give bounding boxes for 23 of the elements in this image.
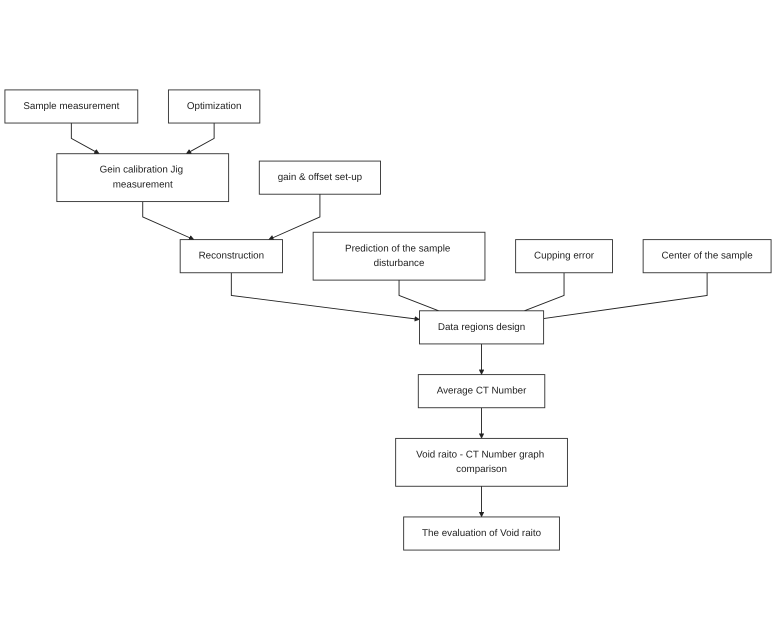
- connector: [543, 272, 708, 320]
- arrow: [142, 201, 194, 240]
- arrow: [268, 194, 320, 240]
- node-box: Optimization: [168, 89, 260, 124]
- node-box: Sample measurement: [4, 89, 138, 124]
- arrow: [478, 343, 484, 375]
- node-box: Data regions design: [419, 310, 544, 344]
- node-box: gain & offset set-up: [258, 160, 381, 195]
- connector: [524, 272, 564, 312]
- node-box: Center of the sample: [642, 239, 772, 274]
- arrow: [230, 272, 420, 322]
- node-box: Average CT Number: [418, 374, 546, 408]
- arrow: [478, 407, 484, 439]
- node-box: The evaluation of Void raito: [403, 516, 560, 551]
- connector: [398, 280, 440, 312]
- node-box: Void raito - CT Number graph comparison: [395, 438, 568, 487]
- node-box: Prediction of the sample disturbance: [312, 232, 486, 281]
- arrow: [186, 122, 215, 154]
- node-box: Gein calibration Jig measurement: [56, 153, 230, 202]
- arrow: [478, 486, 484, 518]
- node-box: Cupping error: [515, 239, 613, 274]
- node-box: Reconstruction: [180, 239, 283, 274]
- arrow: [70, 122, 100, 154]
